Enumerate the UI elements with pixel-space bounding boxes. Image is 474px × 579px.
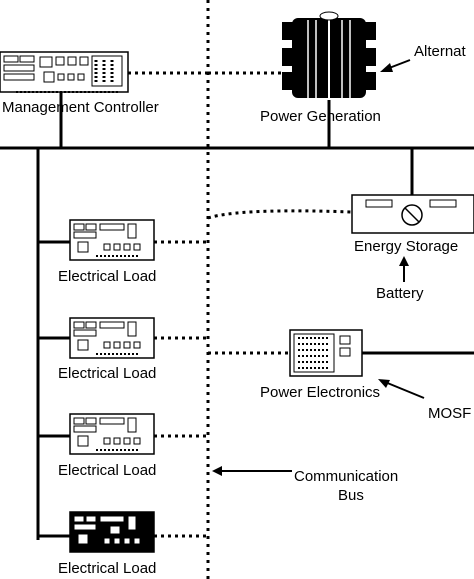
electrical-load-label-1: Electrical Load [58,268,156,285]
alternator-label: Alternat [414,43,467,60]
energy-storage-label: Energy Storage [354,238,458,255]
communication-bus-arrowhead [212,466,222,476]
generator-icon [282,11,376,100]
electrical-load-1 [38,219,208,261]
electrical-load-4 [38,511,208,553]
management-controller-label: Management Controller [2,99,159,116]
storage-comm-link [207,209,353,220]
mosfet-label: MOSF [428,405,471,422]
electrical-load-label-2: Electrical Load [58,365,156,382]
communication-bus-label-line2: Bus [338,487,364,504]
electrical-load-label-4: Electrical Load [58,560,156,577]
power-electronics-module [289,329,363,377]
power-electronics-label: Power Electronics [260,384,380,401]
battery-arrowhead [399,256,409,266]
power-generation-label: Power Generation [260,108,381,125]
electrical-load-3 [38,413,208,455]
management-controller-board [0,51,129,93]
electrical-load-2 [38,317,208,359]
battery-label: Battery [376,285,424,302]
energy-storage-battery [351,194,474,234]
alternator-arrowhead [380,63,393,72]
electrical-load-label-3: Electrical Load [58,462,156,479]
mosfet-arrow [384,381,425,399]
mosfet-arrowhead [378,379,390,388]
communication-bus-label: Communication [294,468,398,485]
